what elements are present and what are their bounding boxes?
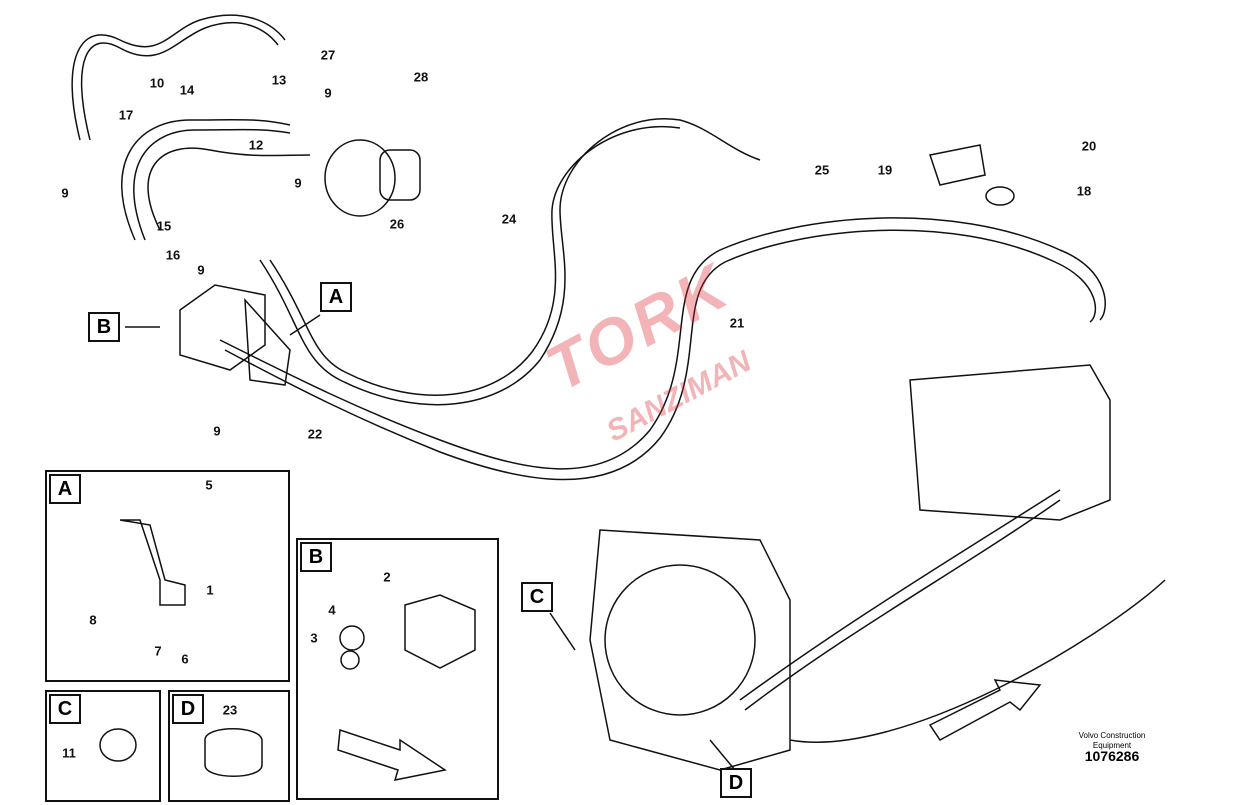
hose-14: [121, 118, 291, 241]
panel-label: D: [172, 694, 204, 724]
part-callout: 28: [413, 69, 429, 85]
hose-21: [219, 217, 1106, 470]
part-callout: 9: [213, 423, 221, 439]
part-callout: 9: [324, 85, 332, 101]
credit-block: Volvo Construction Equipment 1076286: [1072, 731, 1152, 764]
part-callout: 21: [729, 315, 745, 331]
hose-10: [71, 14, 286, 141]
part-callout: 9: [197, 262, 205, 278]
part-callout: 27: [320, 47, 336, 63]
part-callout: 7: [154, 643, 162, 659]
part-callout: 9: [61, 185, 69, 201]
panel-label: A: [49, 474, 81, 504]
part-callout: 18: [1076, 183, 1092, 199]
detail-panel-c: C: [45, 690, 161, 802]
detail-panel-b: B: [296, 538, 499, 800]
drawing-number: 1076286: [1084, 748, 1140, 764]
hose-24: [259, 118, 761, 406]
part-callout: 3: [310, 630, 318, 646]
part-callout: 12: [248, 137, 264, 153]
part-callout: 2: [383, 569, 391, 585]
detail-panel-d: D: [168, 690, 290, 802]
detail-panel-a: A: [45, 470, 290, 682]
part-callout: 26: [389, 216, 405, 232]
part-callout: 16: [165, 247, 181, 263]
valve-block: [179, 284, 266, 371]
part-callout: 14: [179, 82, 195, 98]
part-callout: 25: [814, 162, 830, 178]
part-callout: 9: [294, 175, 302, 191]
company-name: Volvo Construction Equipment: [1078, 731, 1146, 750]
direction-arrow: [928, 679, 1042, 741]
panel-label: C: [49, 694, 81, 724]
radiator: [589, 529, 791, 771]
part-callout: 15: [156, 218, 172, 234]
tank: [909, 364, 1111, 521]
view-marker-c: C: [521, 582, 553, 612]
view-marker-d: D: [720, 768, 752, 798]
part-callout: 22: [307, 426, 323, 442]
part-callout: 13: [271, 72, 287, 88]
part-callout: 5: [205, 477, 213, 493]
direction-arrow-b: [337, 728, 447, 781]
part-callout: 6: [181, 651, 189, 667]
part-callout: 19: [877, 162, 893, 178]
part-callout: 11: [62, 745, 76, 761]
part-callout: 23: [222, 702, 238, 718]
view-marker-b: B: [88, 312, 120, 342]
part-callout: 1: [206, 582, 214, 598]
part-callout: 8: [89, 612, 97, 628]
view-marker-a: A: [320, 282, 352, 312]
part-callout: 4: [328, 602, 336, 618]
part-callout: 10: [149, 75, 165, 91]
motor-26: [324, 139, 396, 217]
part-callout: 17: [118, 107, 134, 123]
part-callout: 24: [501, 211, 517, 227]
clamp-19: [929, 144, 986, 186]
part-callout: 20: [1081, 138, 1097, 154]
panel-label: B: [300, 542, 332, 572]
